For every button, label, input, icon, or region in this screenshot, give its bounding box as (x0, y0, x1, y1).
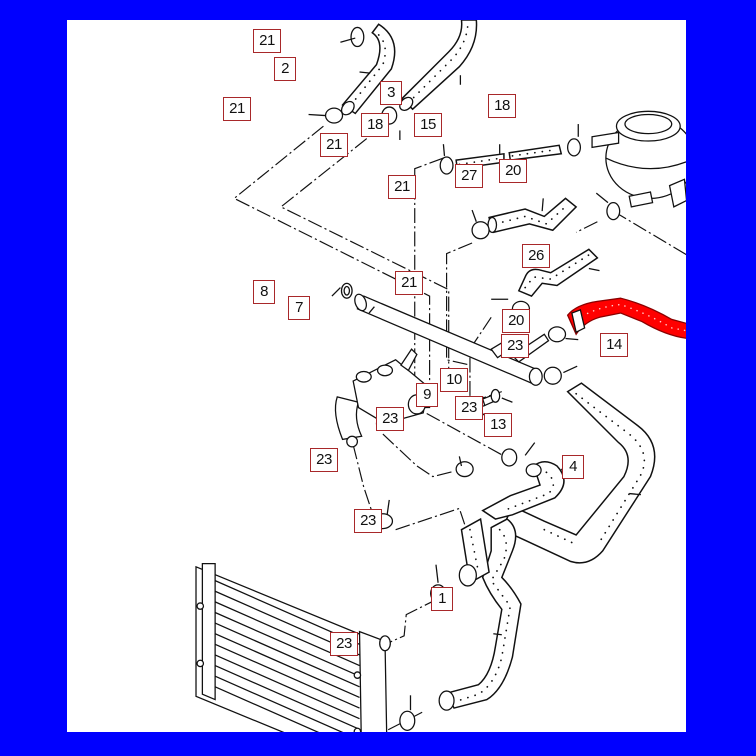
hose-26 (517, 248, 599, 297)
hose-27 (487, 197, 578, 234)
callout-20[interactable]: 20 (502, 309, 530, 333)
callout-4[interactable]: 4 (562, 455, 584, 479)
callout-13[interactable]: 13 (484, 413, 512, 437)
washer-10 (490, 388, 501, 403)
callout-21[interactable]: 21 (253, 29, 281, 53)
callout-1[interactable]: 1 (431, 587, 453, 611)
callout-23[interactable]: 23 (330, 632, 358, 656)
callout-8[interactable]: 8 (253, 280, 275, 304)
callout-18[interactable]: 18 (488, 94, 516, 118)
hose-14-highlighted (566, 297, 686, 339)
callout-23[interactable]: 23 (310, 448, 338, 472)
callout-21[interactable]: 21 (388, 175, 416, 199)
expansion-tank (591, 110, 686, 208)
callout-10[interactable]: 10 (440, 368, 468, 392)
thermostat-housing (334, 348, 429, 448)
hose-13 (481, 460, 565, 520)
callout-23[interactable]: 23 (354, 509, 382, 533)
callout-7[interactable]: 7 (288, 296, 310, 320)
callout-14[interactable]: 14 (600, 333, 628, 357)
hose-1 (438, 518, 522, 711)
callout-27[interactable]: 27 (455, 164, 483, 188)
callout-23[interactable]: 23 (376, 407, 404, 431)
callout-20[interactable]: 20 (499, 159, 527, 183)
callout-3[interactable]: 3 (380, 81, 402, 105)
callout-26[interactable]: 26 (522, 244, 550, 268)
hose-upper-radiator (458, 517, 490, 587)
hose-4 (500, 382, 656, 564)
parts-drawing (195, 20, 686, 732)
callout-2[interactable]: 2 (274, 57, 296, 81)
callout-9[interactable]: 9 (416, 383, 438, 407)
callout-23[interactable]: 23 (501, 334, 529, 358)
callout-21[interactable]: 21 (395, 271, 423, 295)
hose-2 (340, 23, 396, 116)
callout-18[interactable]: 18 (361, 113, 389, 137)
callout-21[interactable]: 21 (223, 97, 251, 121)
radiator (195, 563, 391, 732)
hose-3 (399, 20, 478, 111)
diagram-sheet: 21 2 21 3 21 18 15 18 27 20 21 26 21 8 7… (67, 20, 686, 732)
hose-15 (455, 144, 563, 170)
callout-15[interactable]: 15 (414, 113, 442, 137)
callout-21[interactable]: 21 (320, 133, 348, 157)
callout-23[interactable]: 23 (455, 396, 483, 420)
